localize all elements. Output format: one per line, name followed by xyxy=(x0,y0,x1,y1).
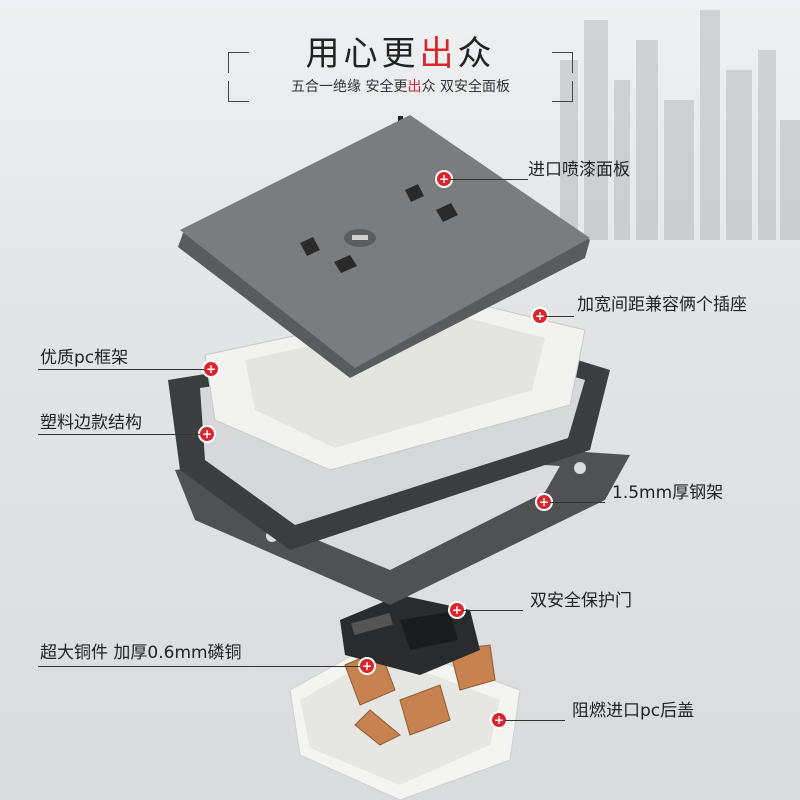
callout-pc-frame: 优质pc框架 xyxy=(40,348,129,368)
callout-back-cover: 阻燃进口pc后盖 xyxy=(572,701,695,721)
header-marker xyxy=(398,116,403,121)
page-subtitle: 五合一绝缘 安全更出众 双安全面板 xyxy=(291,79,510,95)
callout-line xyxy=(38,666,360,667)
callout-line xyxy=(450,179,528,180)
plus-dot-icon: + xyxy=(204,362,218,376)
callout-line xyxy=(38,434,200,435)
safety-door-part xyxy=(340,595,480,675)
callout-plastic-edge: 塑料边款结构 xyxy=(40,413,142,433)
page-title: 用心更出众 xyxy=(305,34,496,74)
plus-dot-icon: + xyxy=(200,427,214,441)
callout-line xyxy=(38,369,204,370)
painted-panel-part xyxy=(178,115,590,378)
callout-line xyxy=(546,316,574,317)
plus-dot-icon: + xyxy=(360,659,374,673)
callout-safety-door: 双安全保护门 xyxy=(530,591,632,611)
callout-line xyxy=(463,610,523,611)
callout-steel-frame: 1.5mm厚钢架 xyxy=(612,483,724,503)
plus-dot-icon: + xyxy=(533,309,547,323)
callout-copper: 超大铜件 加厚0.6mm磷铜 xyxy=(40,643,242,663)
plus-dot-icon: + xyxy=(450,603,464,617)
header-frame: 用心更出众 五合一绝缘 安全更出众 双安全面板 xyxy=(228,20,573,121)
city-skyline-background xyxy=(560,10,800,240)
plus-dot-icon: + xyxy=(537,495,551,509)
callout-line xyxy=(505,720,565,721)
callout-spacing: 加宽间距兼容俩个插座 xyxy=(577,295,747,315)
callout-line xyxy=(550,502,605,503)
plus-dot-icon: + xyxy=(492,713,506,727)
callout-panel: 进口喷漆面板 xyxy=(528,160,630,180)
plus-dot-icon: + xyxy=(437,172,451,186)
